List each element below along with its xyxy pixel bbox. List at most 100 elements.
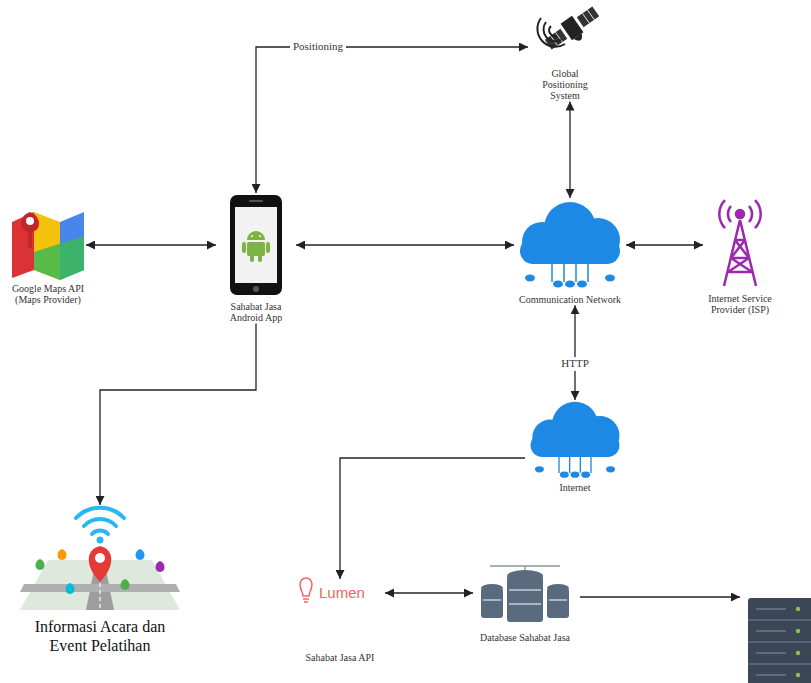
lumen-logo: [300, 578, 312, 596]
phone-icon: [230, 195, 282, 295]
event-map-illustration: [121, 579, 130, 590]
lumen-logo: [303, 598, 309, 600]
tower-icon: [731, 258, 752, 272]
satellite-icon: [549, 26, 557, 36]
server-icon: [796, 607, 800, 611]
event-map-illustration: [36, 559, 45, 570]
event-map-illustration: [95, 553, 105, 563]
satellite-icon: [543, 3, 605, 57]
maps-icon: [26, 217, 34, 225]
node-label: Internet: [525, 482, 625, 493]
database-icon: [481, 588, 503, 618]
event-map-illustration: [84, 519, 116, 526]
maps-icon: [34, 236, 84, 280]
server-icon: [756, 630, 786, 632]
connector-arrow: [256, 47, 528, 193]
maps-icon: [28, 232, 32, 248]
tower-icon: [728, 271, 752, 274]
lumen-logo: [300, 578, 312, 602]
event-map-illustration: [156, 561, 165, 572]
server-icon: [748, 663, 811, 665]
api-node: LumenSahabat Jasa API: [295, 579, 385, 663]
connector-arrow: [340, 458, 525, 579]
logo-text: Lumen: [295, 581, 385, 602]
maps-node: Google Maps API (Maps Provider): [10, 205, 86, 305]
connector-arrow: [569, 102, 570, 198]
tower-icon: [731, 240, 745, 258]
connector-arrow: [296, 244, 514, 245]
lumen-logo: [304, 601, 308, 603]
edge-label: Positioning: [290, 40, 346, 53]
database-icon: [481, 570, 569, 622]
server-icon: [748, 598, 811, 683]
phone-icon: [230, 195, 282, 295]
database-icon: [547, 588, 569, 618]
phone-icon: [235, 207, 277, 283]
server-icon: [748, 619, 811, 621]
phone-icon: [247, 231, 265, 240]
phone-icon: [251, 235, 253, 237]
database-icon: [483, 599, 501, 601]
server-icon: [756, 608, 786, 610]
server-icon: [796, 629, 800, 633]
event-map-illustration: [97, 537, 104, 544]
connector-arrow: [100, 323, 256, 505]
node-label: Internet Service Provider (ISP): [703, 293, 777, 315]
satellite-icon: [582, 13, 589, 23]
event-map-illustration: [92, 531, 108, 534]
phone-icon: [258, 255, 262, 262]
satellite-icon: [537, 3, 604, 57]
phone-icon: [253, 286, 259, 292]
node-label: Database Sahabat Jasa: [473, 632, 577, 643]
phone-icon: [247, 242, 265, 256]
tower-icon: [755, 200, 761, 228]
server-icon: [796, 673, 800, 677]
node-label: Global Positioning System: [528, 68, 602, 102]
phone-icon: [266, 242, 270, 253]
database-icon: [507, 570, 543, 582]
node-label: Communication Network: [514, 294, 626, 305]
database-icon: [509, 603, 541, 605]
satellite-icon: [577, 6, 599, 27]
database-icon: [483, 590, 567, 604]
connector-arrow: [385, 592, 473, 593]
phone-icon: [249, 200, 263, 202]
isp-node: Internet Service Provider (ISP): [703, 193, 777, 315]
satellite-icon: [543, 22, 561, 41]
event-node: Informasi Acara dan Event Pelatihan: [15, 505, 185, 655]
event-map-illustration: [136, 549, 145, 560]
tower-icon: [724, 220, 740, 286]
server-icon: [796, 607, 800, 677]
database-icon: [549, 599, 567, 601]
satellite-icon: [537, 18, 565, 47]
node-label: Informasi Acara dan Event Pelatihan: [15, 617, 185, 655]
network-node: Communication Network: [514, 198, 626, 305]
internet-node: Internet: [525, 400, 625, 493]
satellite-icon: [537, 18, 565, 47]
connector-arrow: [86, 244, 216, 245]
cloud-icon: [520, 202, 620, 288]
event-map-illustration: [66, 583, 75, 594]
cloud-icon: [531, 402, 620, 478]
server-icon: [756, 674, 786, 676]
event-map-illustration: [58, 549, 67, 560]
phone-icon: [259, 235, 261, 237]
event-map-illustration: [76, 508, 124, 534]
database-icon: [507, 576, 543, 622]
node-label: Sahabat Jasa Android App: [216, 301, 296, 323]
maps-icon: [12, 212, 84, 280]
tower-icon: [736, 210, 744, 218]
phone-icon: [250, 255, 254, 262]
database-icon: [481, 584, 503, 592]
database-icon: [481, 566, 569, 622]
server-icon: [748, 641, 811, 643]
server-icon: [748, 598, 811, 683]
node-label: Google Maps API (Maps Provider): [10, 283, 86, 305]
node-label: Sahabat Jasa API: [295, 652, 385, 663]
tower-icon: [740, 220, 756, 286]
arrow-line: [580, 596, 740, 597]
event-map-illustration: [20, 508, 180, 610]
server-icon: [748, 620, 811, 664]
